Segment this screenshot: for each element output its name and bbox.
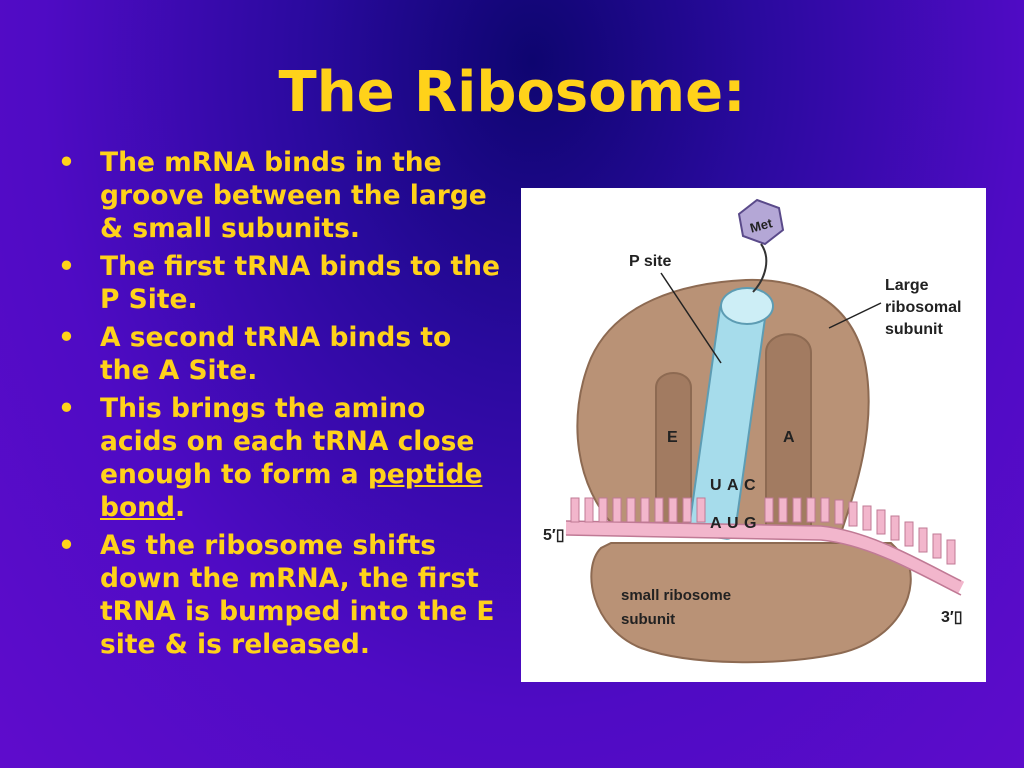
anticodon-u: U	[710, 477, 722, 494]
bullet-text-before: This brings the amino acids on each tRNA…	[100, 393, 475, 490]
five-prime-label: 5′▯	[543, 527, 565, 544]
bullet-icon: •	[58, 251, 75, 282]
bullet-icon: •	[58, 147, 75, 178]
bullet-text: The mRNA binds in the groove between the…	[100, 147, 487, 244]
bullet-text-after: .	[175, 492, 186, 523]
ribosome-diagram: Met U A C A U G E A P site Large ribosom…	[521, 188, 986, 682]
peptide-bond-link[interactable]: peptide bond	[100, 459, 483, 523]
three-prime-label: 3′▯	[941, 609, 963, 626]
e-site-groove	[655, 372, 692, 534]
large-subunit-label-line3: subunit	[885, 321, 943, 338]
small-subunit-label-line2: subunit	[621, 611, 675, 628]
small-subunit-shape	[590, 542, 912, 664]
large-subunit-label-line1: Large	[885, 277, 929, 294]
mrna-strand	[565, 521, 965, 595]
a-site-groove	[765, 333, 812, 534]
slide-title: The Ribosome:	[278, 60, 746, 125]
bullet-list: • The mRNA binds in the groove between t…	[56, 146, 506, 666]
met-link	[752, 243, 768, 293]
mrna-outline	[565, 520, 962, 596]
bullet-icon: •	[58, 530, 75, 561]
a-site-label: A	[783, 429, 795, 446]
bullet-item: • A second tRNA binds to the A Site.	[56, 321, 506, 387]
ribosome-illustration: Met U A C A U G E A P site Large ribosom…	[543, 198, 965, 664]
bullet-text: The first tRNA binds to the P Site.	[100, 251, 500, 315]
anticodon-c: C	[744, 477, 756, 494]
e-site-label: E	[667, 429, 678, 446]
p-site-label: P site	[629, 253, 672, 270]
bullet-item: • As the ribosome shifts down the mRNA, …	[56, 529, 506, 661]
trna-top	[720, 287, 774, 325]
bullet-text: As the ribosome shifts down the mRNA, th…	[100, 530, 495, 660]
mrna-nucleotides	[570, 497, 956, 565]
met-label: Met	[748, 215, 774, 235]
bullet-icon: •	[58, 393, 75, 424]
codon-u: U	[727, 515, 739, 532]
codon-g: G	[744, 515, 756, 532]
bullet-item: • The first tRNA binds to the P Site.	[56, 250, 506, 316]
small-subunit-label-line1: small ribosome	[621, 587, 731, 604]
anticodon-a: A	[727, 477, 739, 494]
large-subunit-pointer	[828, 302, 882, 329]
p-site-pointer	[660, 272, 722, 364]
bullet-icon: •	[58, 322, 75, 353]
large-subunit-label-line2: ribosomal	[885, 299, 961, 316]
codon-a: A	[710, 515, 722, 532]
bullet-text: A second tRNA binds to the A Site.	[100, 322, 452, 386]
met-amino-acid	[737, 198, 785, 246]
bullet-item: • This brings the amino acids on each tR…	[56, 392, 506, 524]
bullet-item: • The mRNA binds in the groove between t…	[56, 146, 506, 245]
